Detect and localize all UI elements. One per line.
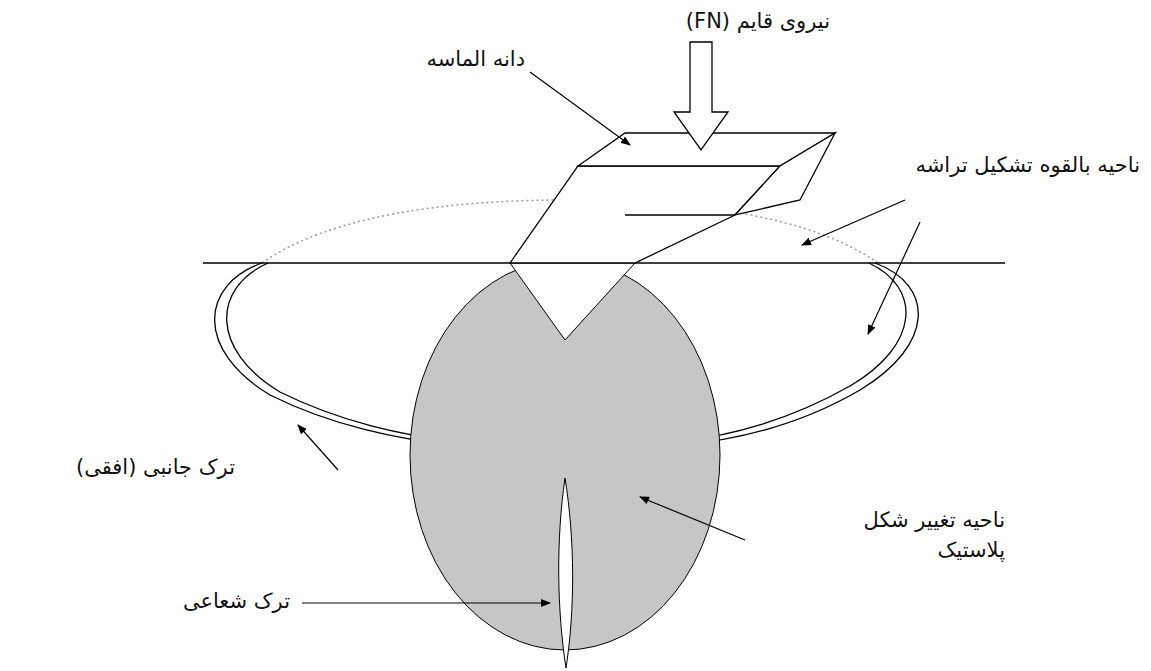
indent-notch (510, 263, 635, 340)
radial-crack-label: ترک شعاعی (183, 586, 290, 616)
plastic-zone-label: ناحیه تغییر شکل پلاستیک (790, 505, 1005, 566)
diamond-grain (510, 133, 835, 263)
chip-zone-label: ناحیه بالقوه تشکیل تراشه (916, 150, 1141, 180)
lateral-crack-label: ترک جانبی (افقی) (76, 452, 235, 482)
force-label: نیروی قایم (FN) (686, 6, 830, 36)
radial-crack (559, 478, 573, 668)
grain-label: دانه الماسه (426, 44, 525, 74)
force-arrow (674, 42, 728, 150)
leader-line (298, 72, 920, 603)
